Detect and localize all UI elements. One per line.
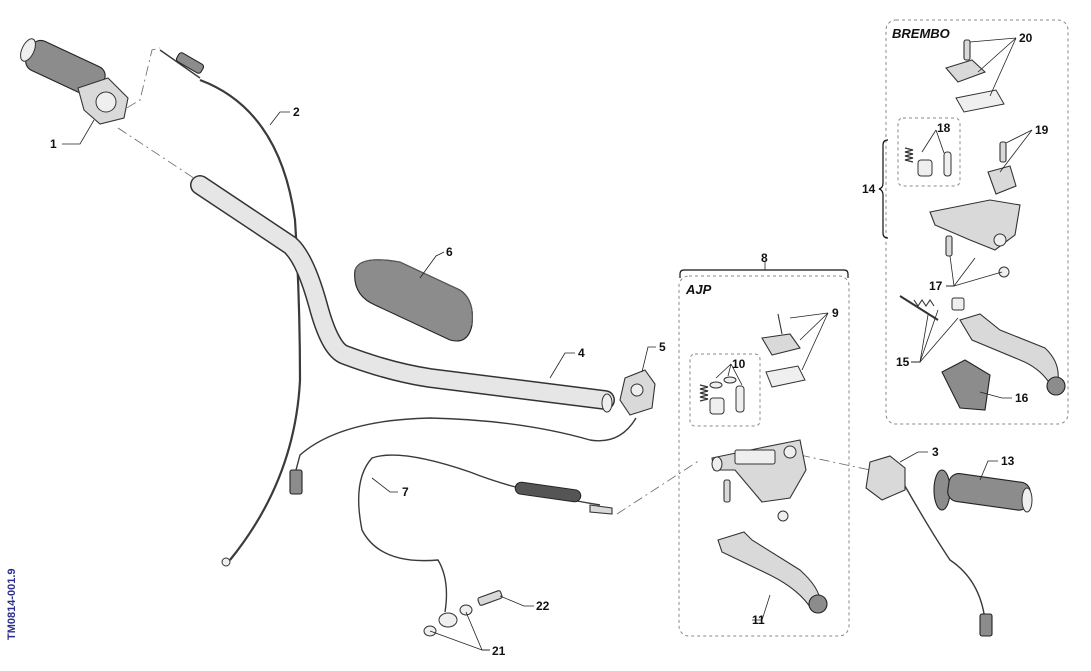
ajp-reservoir-cap — [761, 313, 806, 388]
brembo-master-cylinder — [929, 199, 1021, 278]
callout-13: 13 — [1001, 454, 1015, 468]
drawing-code: TM0814-001.9 — [6, 568, 18, 640]
right-switch — [865, 455, 993, 637]
callout-21: 21 — [492, 644, 506, 658]
callout-18: 18 — [937, 121, 951, 135]
right-grip — [933, 469, 1033, 513]
callout-17: 17 — [929, 279, 943, 293]
ajp-piston-kit — [699, 376, 745, 415]
callout-1: 1 — [50, 137, 57, 151]
ajp-nut — [777, 510, 789, 522]
throttle-grip — [20, 38, 129, 125]
callout-7: 7 — [402, 485, 409, 499]
brembo-clamp — [987, 141, 1017, 195]
callout-6: 6 — [446, 245, 453, 259]
handlebar-pad — [354, 259, 474, 342]
ajp-lever — [717, 531, 828, 614]
callout-2: 2 — [293, 105, 300, 119]
handlebar — [190, 175, 615, 413]
brembo-reservoir-cap — [945, 39, 1005, 113]
callout-11: 11 — [752, 613, 765, 627]
callout-16: 16 — [1015, 391, 1029, 405]
brembo-piston-kit — [904, 147, 952, 177]
callout-22: 22 — [536, 599, 550, 613]
banjo-washers — [423, 604, 473, 637]
kit-10-box — [689, 353, 761, 427]
brembo-group-box — [885, 19, 1069, 425]
clutch-cable — [357, 454, 613, 628]
callout-10: 10 — [732, 357, 746, 371]
left-switch — [289, 369, 656, 495]
brembo-group-bracket — [878, 139, 889, 239]
ajp-mount-bolt — [723, 479, 731, 503]
brembo-lever-cover — [941, 359, 991, 411]
ajp-group-number: 8 — [761, 251, 768, 265]
leader-lines — [62, 37, 1033, 651]
brembo-group-number: 14 — [862, 182, 876, 196]
callout-5: 5 — [659, 340, 666, 354]
kit-18-box — [897, 117, 961, 187]
callout-20: 20 — [1019, 31, 1033, 45]
brembo-lever — [899, 295, 1066, 396]
banjo-bolt — [477, 590, 503, 606]
ajp-group-title: AJP — [685, 282, 712, 297]
callout-19: 19 — [1035, 123, 1049, 137]
callout-4: 4 — [578, 346, 585, 360]
callout-9: 9 — [832, 306, 839, 320]
callout-15: 15 — [896, 355, 910, 369]
ajp-group-box — [678, 275, 850, 637]
callout-3: 3 — [932, 445, 939, 459]
throttle-cable — [159, 49, 302, 567]
ajp-group-bracket — [679, 269, 849, 278]
ajp-master-cylinder — [711, 439, 807, 503]
brembo-group-title: BREMBO — [892, 26, 950, 41]
